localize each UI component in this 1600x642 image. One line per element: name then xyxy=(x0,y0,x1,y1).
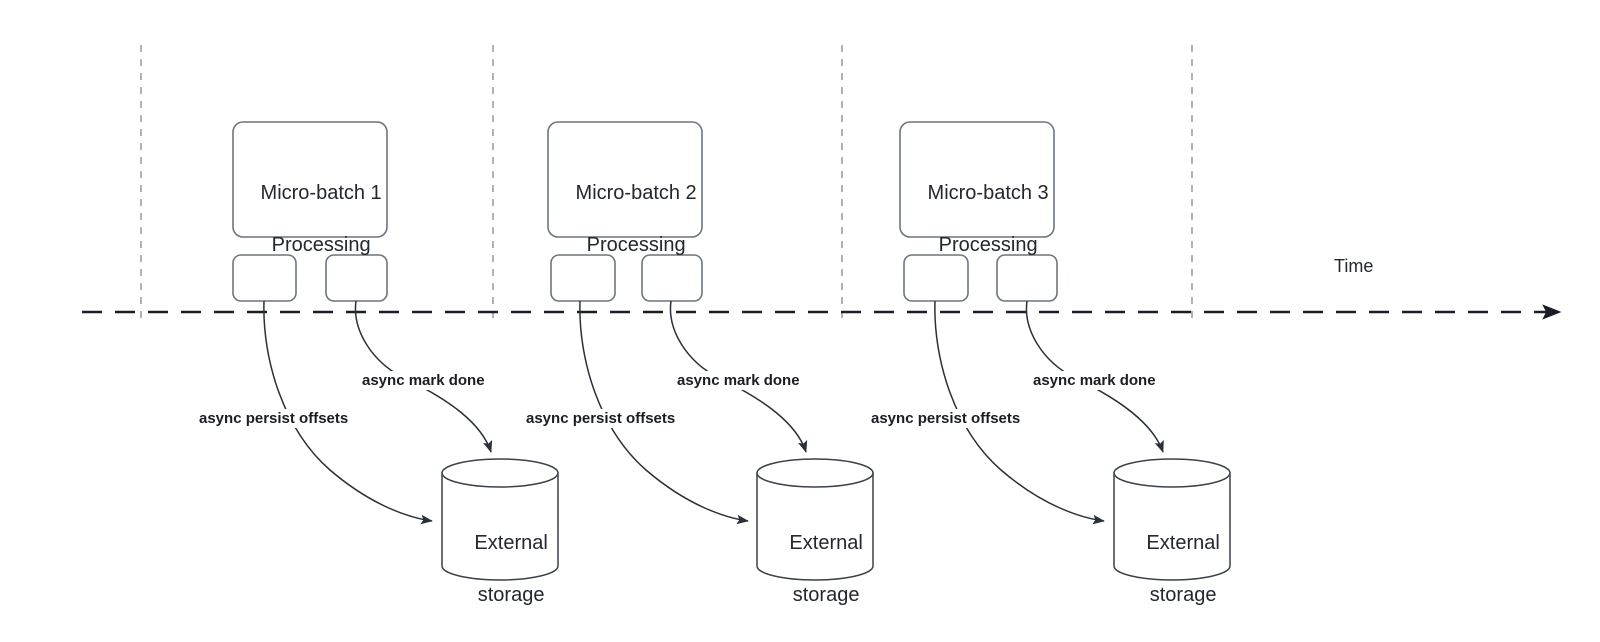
batch-box-3[interactable] xyxy=(899,121,1055,238)
tick-line-group xyxy=(140,45,1193,318)
time-axis-label: Time xyxy=(1334,256,1374,276)
group-2-shapes xyxy=(547,121,874,581)
edge-persist-offsets-2 xyxy=(579,300,749,525)
edge-label-mark-done-1: async mark done xyxy=(360,371,487,390)
group-3-shapes xyxy=(899,121,1231,581)
edge-label-persist-offsets-3: async persist offsets xyxy=(869,409,1023,428)
task-box-3a[interactable] xyxy=(903,254,969,302)
edge-label-persist-offsets-2: async persist offsets xyxy=(524,409,678,428)
task-box-3b[interactable] xyxy=(996,254,1058,302)
edge-persist-offsets-1 xyxy=(263,300,433,525)
task-box-2a[interactable] xyxy=(550,254,616,302)
edge-label-persist-offsets-1: async persist offsets xyxy=(197,409,351,428)
external-storage-cylinder-3[interactable] xyxy=(1113,458,1231,581)
group-1-shapes xyxy=(232,121,559,581)
task-box-2b[interactable] xyxy=(641,254,703,302)
edge-persist-offsets-3 xyxy=(934,300,1105,525)
batch-box-1[interactable] xyxy=(232,121,388,238)
edge-label-mark-done-2: async mark done xyxy=(675,371,802,390)
edge-label-mark-done-3: async mark done xyxy=(1031,371,1158,390)
task-box-1a[interactable] xyxy=(232,254,297,302)
external-storage-cylinder-2[interactable] xyxy=(756,458,874,581)
batch-box-2[interactable] xyxy=(547,121,703,238)
task-box-1b[interactable] xyxy=(325,254,388,302)
external-storage-cylinder-1[interactable] xyxy=(441,458,559,581)
